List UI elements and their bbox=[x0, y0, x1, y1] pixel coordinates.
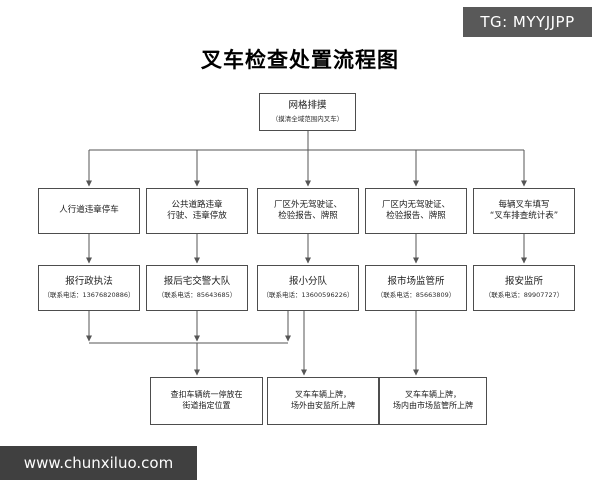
page-title: 叉车检查处置流程图 bbox=[201, 48, 399, 72]
node-label: 查扣车辆统一停放在 bbox=[170, 390, 243, 400]
node-label: 报安监所 bbox=[504, 276, 543, 288]
tg-watermark-badge: TG: MYYJJPP bbox=[463, 7, 592, 37]
node-label: 检验报告、牌照 bbox=[386, 211, 446, 221]
node-note: （摸清全域范围内叉车） bbox=[271, 115, 344, 124]
node-label: 叉车车辆上牌， bbox=[405, 390, 461, 400]
node-report-market-regulator: 报市场监管所 （联系电话：85663809） bbox=[365, 265, 467, 311]
node-plate-onsite-market-regulator: 叉车车辆上牌， 场内由市场监管所上牌 bbox=[379, 377, 487, 425]
node-label: 街道指定位置 bbox=[182, 401, 231, 410]
site-watermark-badge: www.chunxiluo.com bbox=[0, 446, 197, 480]
node-label: 检验报告、牌照 bbox=[278, 211, 338, 221]
node-label: 人行道违章停车 bbox=[59, 205, 119, 216]
node-label: 报小分队 bbox=[288, 276, 327, 288]
node-report-houzhai-traffic-police: 报后宅交警大队 （联系电话：85643685） bbox=[146, 265, 248, 311]
node-phone: （联系电话：85643685） bbox=[157, 291, 237, 300]
node-report-safety-office: 报安监所 （联系电话：89907727） bbox=[473, 265, 575, 311]
node-label: 报后宅交警大队 bbox=[163, 276, 231, 288]
node-label: 场外由安监所上牌 bbox=[291, 401, 355, 410]
node-label: 每辆叉车填写 bbox=[498, 199, 550, 210]
node-label: 公共道路违章 bbox=[171, 199, 223, 210]
node-plate-offsite-safety-office: 叉车车辆上牌， 场外由安监所上牌 bbox=[267, 377, 379, 425]
node-label: 厂区内无驾驶证、 bbox=[381, 199, 450, 210]
node-inside-factory-no-license: 厂区内无驾驶证、 检验报告、牌照 bbox=[365, 188, 467, 234]
node-phone: （联系电话：13600596226） bbox=[262, 291, 354, 300]
node-phone: （联系电话：89907727） bbox=[484, 291, 564, 300]
node-phone: （联系电话：85663809） bbox=[376, 291, 456, 300]
node-grid-survey: 网格排摸 （摸清全域范围内叉车） bbox=[259, 93, 356, 131]
node-public-road-violation: 公共道路违章 行驶、违章停放 bbox=[146, 188, 248, 234]
node-label: 报行政执法 bbox=[65, 276, 113, 288]
node-label: 行驶、违章停放 bbox=[167, 211, 227, 221]
node-label: 叉车车辆上牌， bbox=[295, 390, 351, 400]
node-report-task-force: 报小分队 （联系电话：13600596226） bbox=[257, 265, 359, 311]
node-label: 场内由市场监管所上牌 bbox=[393, 401, 473, 410]
node-report-admin-enforcement: 报行政执法 （联系电话：13676820886） bbox=[38, 265, 140, 311]
node-outside-factory-no-license: 厂区外无驾驶证、 检验报告、牌照 bbox=[257, 188, 359, 234]
node-label: 报市场监管所 bbox=[387, 276, 445, 288]
node-label: 网格排摸 bbox=[288, 100, 327, 112]
node-label: “叉车排查统计表” bbox=[489, 211, 559, 221]
node-forklift-statistics-form: 每辆叉车填写 “叉车排查统计表” bbox=[473, 188, 575, 234]
node-seized-vehicle-parking: 查扣车辆统一停放在 街道指定位置 bbox=[150, 377, 263, 425]
node-label: 厂区外无驾驶证、 bbox=[273, 199, 342, 210]
node-sidewalk-illegal-parking: 人行道违章停车 bbox=[38, 188, 140, 234]
node-phone: （联系电话：13676820886） bbox=[43, 291, 135, 300]
